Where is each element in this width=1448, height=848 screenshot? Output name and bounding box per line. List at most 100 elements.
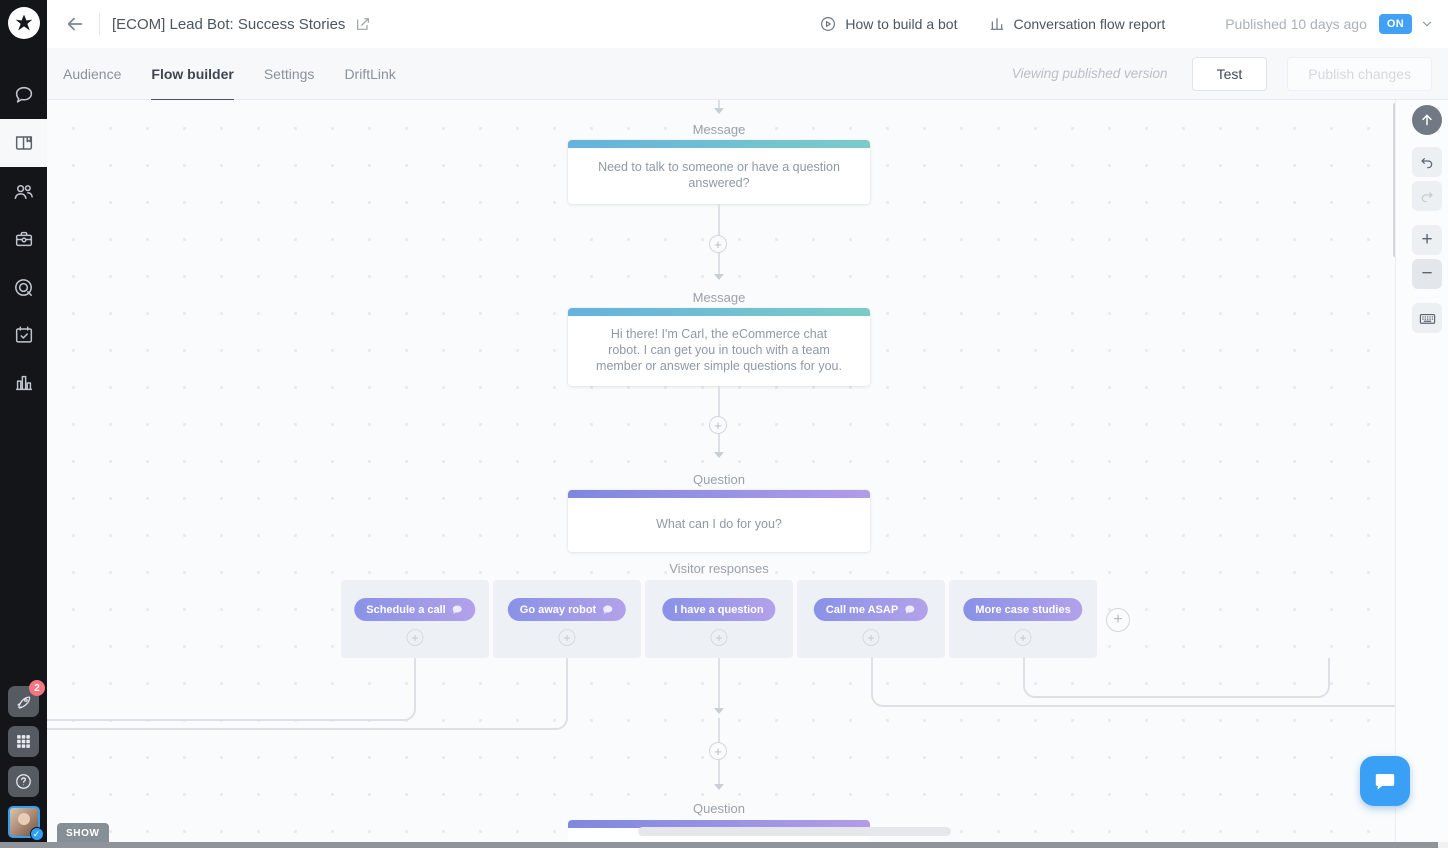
whats-new-rocket-button[interactable]: 2 (8, 680, 45, 717)
bot-title: [ECOM] Lead Bot: Success Stories (112, 15, 346, 33)
sidebar-item-contacts[interactable] (0, 167, 47, 215)
connector-elbow-right (871, 658, 1411, 707)
response-chip-schedule-a-call[interactable]: Schedule a call (354, 598, 476, 621)
tab-settings[interactable]: Settings (263, 65, 315, 82)
undo-button[interactable] (1412, 147, 1442, 177)
connector-elbow-left (47, 658, 568, 730)
add-step-button[interactable]: + (709, 235, 727, 253)
test-button[interactable]: Test (1191, 56, 1268, 91)
response-chip-label: More case studies (975, 603, 1071, 616)
redo-button[interactable] (1412, 181, 1442, 211)
flow-canvas[interactable]: Message Need to talk to someone or have … (47, 100, 1448, 848)
chat-bubble-icon (1375, 773, 1395, 790)
how-to-build-label: How to build a bot (845, 16, 958, 32)
arrow-down-icon (714, 274, 724, 280)
response-panel: Go away robot + (493, 580, 641, 658)
edit-pencil-icon (357, 18, 370, 30)
question-node-text: What can I do for you? (656, 517, 782, 531)
tab-driftlink[interactable]: DriftLink (344, 65, 396, 82)
connector-elbow-left (47, 658, 416, 721)
plus-icon: + (715, 630, 723, 645)
arrow-down-icon (714, 452, 724, 458)
minus-icon: − (1421, 263, 1433, 284)
play-circle-icon (821, 17, 836, 31)
response-chip-call-me-asap[interactable]: Call me ASAP (813, 598, 929, 621)
node-type-label: Question (692, 472, 746, 487)
publish-changes-button[interactable]: Publish changes (1287, 56, 1432, 91)
question-node-bar (568, 820, 870, 828)
add-response-button[interactable]: + (1106, 608, 1130, 632)
question-node-bar (568, 490, 870, 498)
response-chip-more-case-studies[interactable]: More case studies (963, 598, 1083, 621)
bar-chart-icon (991, 18, 1004, 30)
connector-line (718, 658, 720, 708)
chat-launcher-button[interactable] (1360, 756, 1410, 806)
zoom-out-button[interactable]: − (1412, 259, 1442, 289)
avatar-face (17, 813, 30, 825)
help-icon (16, 774, 31, 789)
zoom-in-button[interactable]: + (1412, 225, 1442, 255)
add-step-button[interactable]: + (709, 742, 727, 760)
drift-logo[interactable] (7, 7, 40, 39)
plus-icon: + (563, 630, 571, 645)
add-branch-button[interactable]: + (406, 629, 424, 646)
show-panel-tab[interactable]: SHOW (57, 823, 109, 843)
sidebar-item-conversations[interactable] (0, 71, 47, 119)
sidebar-item-deals[interactable] (0, 215, 47, 263)
connector-line (718, 100, 720, 108)
top-header: [ECOM] Lead Bot: Success Stories How to … (47, 0, 1448, 48)
plus-icon: + (1019, 630, 1027, 645)
message-node-text: Need to talk to someone or have a questi… (598, 160, 840, 190)
chat-bubble-icon (603, 605, 613, 614)
sidebar-item-meetings[interactable] (0, 311, 47, 359)
plus-icon: + (867, 630, 875, 645)
tab-bar: Audience Flow builder Settings DriftLink… (47, 48, 1448, 101)
add-branch-button[interactable]: + (558, 629, 576, 646)
contacts-people-icon (14, 184, 33, 199)
response-panel: More case studies + (949, 580, 1097, 658)
redo-icon (1421, 192, 1433, 203)
response-chip-go-away-robot[interactable]: Go away robot (507, 598, 627, 621)
user-avatar[interactable]: ✓ (7, 806, 44, 841)
plus-icon: + (714, 236, 722, 252)
add-branch-button[interactable]: + (862, 629, 880, 646)
app-grid-icon (17, 735, 30, 748)
sidebar-item-reports[interactable] (0, 359, 47, 407)
page-scrollbar-track (0, 842, 1448, 848)
response-panel: Schedule a call + (341, 580, 489, 658)
meetings-calendar-icon (15, 326, 32, 343)
briefcase-icon (15, 231, 32, 247)
response-chip-i-have-a-question[interactable]: I have a question (662, 598, 776, 621)
status-chevron-down-icon[interactable] (1420, 17, 1434, 31)
undo-icon (1421, 158, 1433, 169)
target-accounts-icon (15, 278, 32, 296)
page-scrollbar-thumb[interactable] (0, 842, 1438, 848)
tab-audience[interactable]: Audience (63, 65, 122, 82)
canvas-horizontal-scrollbar[interactable] (638, 827, 951, 836)
add-step-button[interactable]: + (709, 416, 727, 434)
add-branch-button[interactable]: + (1014, 629, 1032, 646)
message-node-1[interactable]: Need to talk to someone or have a questi… (568, 140, 870, 204)
scroll-to-top-button[interactable] (1412, 105, 1442, 135)
app-sidebar: 2 ✓ (0, 0, 47, 848)
node-type-label: Message (692, 290, 746, 305)
edit-title-button[interactable] (355, 16, 371, 32)
app-grid-button[interactable] (8, 726, 39, 757)
sidebar-item-playbooks[interactable] (0, 119, 47, 167)
arrow-down-icon (714, 108, 724, 114)
flow-report-link[interactable]: Conversation flow report (989, 16, 1165, 32)
published-status: Published 10 days ago (1225, 16, 1367, 32)
connector-elbow-right (1023, 658, 1330, 698)
keyboard-shortcuts-button[interactable] (1412, 303, 1442, 333)
sidebar-item-target-accounts[interactable] (0, 263, 47, 311)
bot-status-toggle[interactable]: ON (1378, 14, 1412, 34)
help-button[interactable] (8, 766, 39, 797)
how-to-build-link[interactable]: How to build a bot (819, 15, 957, 33)
back-button[interactable] (61, 10, 89, 38)
plus-icon: + (714, 743, 722, 759)
tab-flow-builder[interactable]: Flow builder (151, 48, 235, 101)
add-branch-button[interactable]: + (710, 629, 728, 646)
message-node-2[interactable]: Hi there! I'm Carl, the eCommerce chat r… (568, 308, 870, 386)
question-node[interactable]: What can I do for you? (568, 490, 870, 552)
response-panel: I have a question + (645, 580, 793, 658)
